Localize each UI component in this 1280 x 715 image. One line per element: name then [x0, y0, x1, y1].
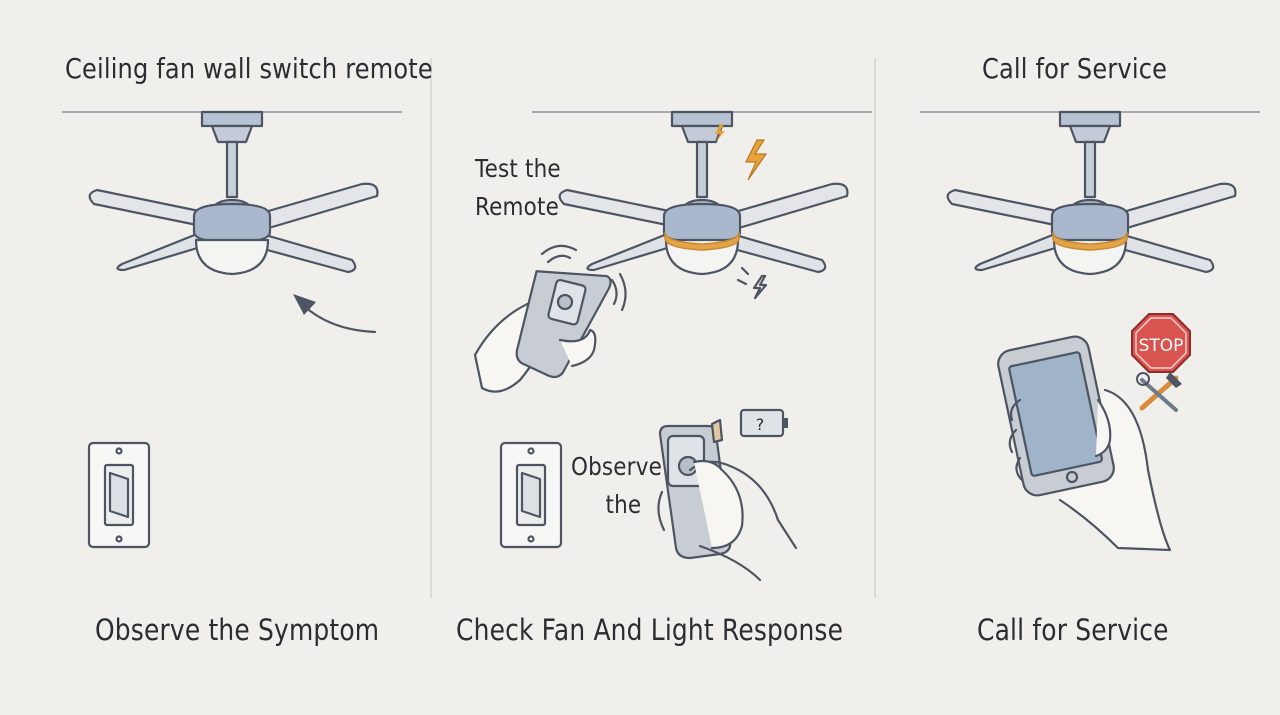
- panel-2-footer: Check Fan And Light Response: [456, 613, 844, 647]
- stop-sign-icon: STOP: [1131, 313, 1191, 373]
- annotation-line-1: Test the: [475, 154, 561, 183]
- panel-divider-2: [874, 58, 876, 598]
- lightning-spark-icon: [715, 124, 768, 300]
- annotation-line-1: Observe: [571, 452, 662, 481]
- wall-switch-icon: [87, 441, 151, 549]
- annotation-line-2: the: [605, 490, 642, 519]
- wall-switch-icon: [499, 441, 563, 549]
- battery-label: ?: [756, 415, 765, 434]
- battery-icon: ?: [710, 408, 788, 444]
- panel-2-annotation-mid: Observe the: [571, 448, 662, 524]
- panel-2-fan-illustration: [530, 110, 874, 276]
- remote-in-hand-icon: [657, 424, 798, 582]
- panel-3-fan-illustration: [918, 110, 1262, 276]
- remote-in-hand-icon: [473, 244, 627, 393]
- panel-1-fan-illustration: [60, 110, 404, 276]
- panel-1-footer: Observe the Symptom: [95, 613, 380, 647]
- panel-1-header: Ceiling fan wall switch remote: [65, 52, 433, 85]
- annotation-line-2: Remote: [475, 192, 559, 221]
- curved-arrow-icon: [293, 294, 377, 334]
- panel-3-header: Call for Service: [982, 52, 1168, 85]
- panel-divider-1: [430, 58, 432, 598]
- tools-icon: [1136, 372, 1182, 412]
- panel-3-footer: Call for Service: [977, 613, 1169, 647]
- panel-2-annotation-top: Test the Remote: [475, 150, 561, 226]
- phone-in-hand-icon: [997, 335, 1172, 552]
- stop-sign-label: STOP: [1139, 336, 1184, 356]
